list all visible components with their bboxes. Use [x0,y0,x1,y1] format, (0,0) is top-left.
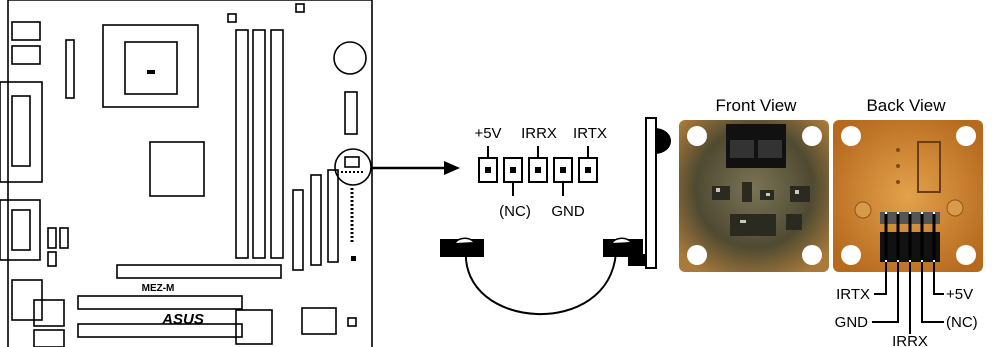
io-port-parallel-inner [11,95,31,167]
jumper-c [47,251,57,267]
component-dot [351,256,356,261]
header-vertical [65,39,75,99]
motherboard-layout: MEZ-M ASUS [0,0,373,347]
io-port-usb [11,45,41,65]
pin-label-irrx: IRRX [521,125,557,142]
component-block [33,329,65,347]
dimm-slot-3 [270,29,284,259]
back-label-plus5v: +5V [946,286,973,303]
back-pin-leaders [872,262,944,334]
ir-module-front-photo [679,120,829,272]
pin-label-nc: (NC) [499,203,531,220]
component-block [301,307,337,335]
ide-connector-1 [292,189,304,271]
component-block [33,299,65,327]
ir-header-connector: +5V IRRX IRTX (NC) GND [474,125,607,220]
bios-chip [344,91,358,135]
pci-slot-2 [77,323,243,338]
pin-dot [535,167,541,173]
pin-label-plus5v: +5V [474,125,501,142]
component-square [347,317,357,327]
component-block [235,309,273,345]
ide-connector-2 [310,174,322,266]
cpu-socket-dot [147,70,155,74]
asus-logo: ASUS [161,311,204,328]
dimm-slot-2 [252,29,266,259]
back-label-irtx: IRTX [836,286,870,303]
io-port-parallel [0,81,43,183]
pin-dot [585,167,591,173]
back-view-title: Back View [866,96,946,115]
io-port-serial [0,199,41,261]
back-label-irrx: IRRX [892,333,928,347]
pin-label-gnd: GND [551,203,585,220]
ir-header-on-board [344,156,360,168]
cable-connector-left [440,239,484,257]
chipset [149,141,205,197]
front-view-title: Front View [716,96,798,115]
dimm-slot-1 [235,29,249,259]
jumper-b [59,227,69,249]
ir-module-back-photo [833,120,983,272]
cpu-socket [102,24,199,108]
cable-connector-right [603,239,643,257]
pointer-arrow [372,161,460,175]
floppy-connector [327,169,339,263]
io-port-serial-inner [11,209,31,251]
ir-module-side-view [628,117,671,269]
pin-dot [510,167,516,173]
cpu-socket-inner [124,41,178,95]
jumper-a [47,227,57,249]
motherboard-outline [7,0,373,347]
pin-dot [560,167,566,173]
back-label-nc: (NC) [946,314,978,331]
component-square [227,13,237,23]
pin-dot [485,167,491,173]
pin-label-irtx: IRTX [573,125,607,142]
ir-cable [440,237,643,315]
component-square [295,3,305,13]
motherboard-model-label: MEZ-M [142,283,175,294]
battery [333,41,367,75]
ir-header-highlight [334,148,372,186]
back-label-gnd: GND [835,314,869,331]
io-port-ps2 [11,21,41,41]
pci-slot-1 [77,295,243,310]
agp-slot [116,264,282,279]
